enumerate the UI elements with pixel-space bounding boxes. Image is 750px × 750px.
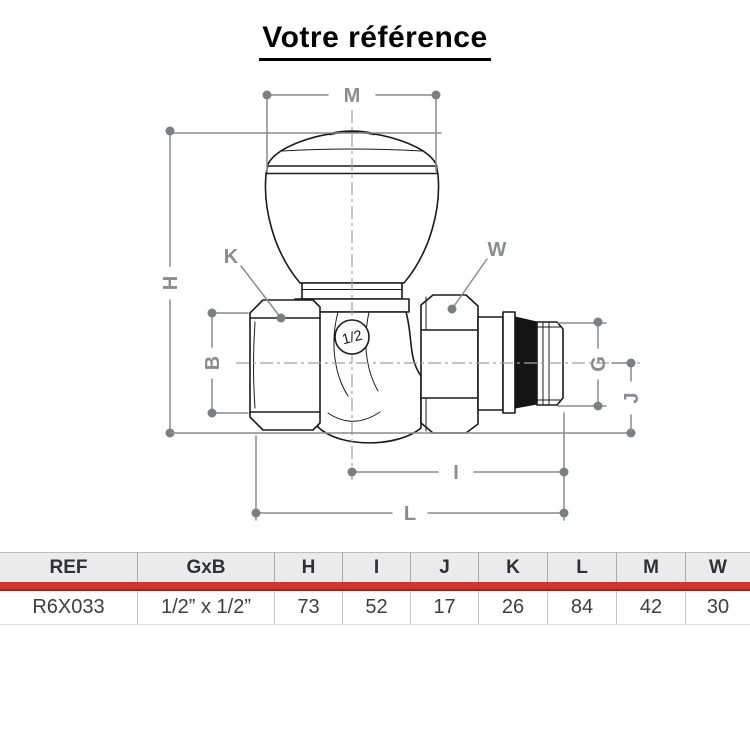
dim-label-G: G <box>588 356 610 372</box>
dim-K: K <box>224 246 286 323</box>
body-contour-left <box>333 311 349 397</box>
body-contour-right <box>365 311 379 392</box>
spec-table-header-row: REF GxB H I J K L M W <box>0 552 750 582</box>
hex-nut-left-outline <box>249 299 321 431</box>
col-header-j: J <box>411 553 479 582</box>
dim-label-B: B <box>202 356 224 370</box>
cell-l: 84 <box>548 591 617 625</box>
spec-table: REF GxB H I J K L M W R6X033 1/2” x 1/2”… <box>0 552 750 625</box>
dim-B: B <box>202 308 249 418</box>
dim-label-L: L <box>404 503 416 525</box>
valve-technical-drawing: 1/2 M H B <box>160 85 643 525</box>
body-bottom-contour <box>327 411 381 422</box>
dim-I: I <box>347 412 569 521</box>
centerlines <box>236 110 642 480</box>
size-marking-circle <box>334 319 370 355</box>
union-nut-outline <box>420 294 479 434</box>
dim-label-K: K <box>224 246 239 268</box>
male-thread-edges <box>536 326 561 401</box>
size-marking-text: 1/2 <box>341 328 364 348</box>
col-header-w: W <box>686 553 750 582</box>
col-header-h: H <box>275 553 343 582</box>
union-nut <box>420 294 479 434</box>
page-title: Votre référence <box>0 21 750 61</box>
valve-body-outline <box>317 311 422 444</box>
cell-j: 17 <box>411 591 479 625</box>
cell-k: 26 <box>479 591 548 625</box>
cell-gxb: 1/2” x 1/2” <box>138 591 275 625</box>
cell-h: 73 <box>275 591 343 625</box>
dim-baseline-dot <box>626 428 636 438</box>
dim-label-H: H <box>160 276 182 290</box>
handwheel-top-edge <box>281 148 423 152</box>
dim-L: L <box>251 435 569 525</box>
dim-label-I: I <box>453 462 459 484</box>
hex-nut-left-chamfer <box>253 321 256 409</box>
dim-H: H <box>160 126 442 438</box>
table-accent-bar <box>0 582 750 591</box>
page-title-text: Votre référence <box>259 21 491 61</box>
col-header-m: M <box>617 553 686 582</box>
dim-W: W <box>447 239 507 314</box>
hex-nut-left <box>249 299 321 431</box>
dim-label-M: M <box>344 85 361 107</box>
size-marking: 1/2 <box>334 319 370 355</box>
tailpiece <box>477 311 564 414</box>
col-header-k: K <box>479 553 548 582</box>
col-header-l: L <box>548 553 617 582</box>
dim-label-W: W <box>488 239 507 261</box>
cell-ref: R6X033 <box>0 591 138 625</box>
cell-w: 30 <box>686 591 750 625</box>
cell-i: 52 <box>343 591 411 625</box>
dim-G: G <box>557 317 610 411</box>
col-header-gxb: GxB <box>138 553 275 582</box>
dimensions: M H B K <box>160 85 643 525</box>
table-row: R6X033 1/2” x 1/2” 73 52 17 26 84 42 30 <box>0 591 750 625</box>
col-header-ref: REF <box>0 553 138 582</box>
dim-J: J <box>611 358 643 432</box>
col-header-i: I <box>343 553 411 582</box>
dim-M: M <box>262 85 441 172</box>
dim-label-J: J <box>621 392 643 403</box>
cell-m: 42 <box>617 591 686 625</box>
